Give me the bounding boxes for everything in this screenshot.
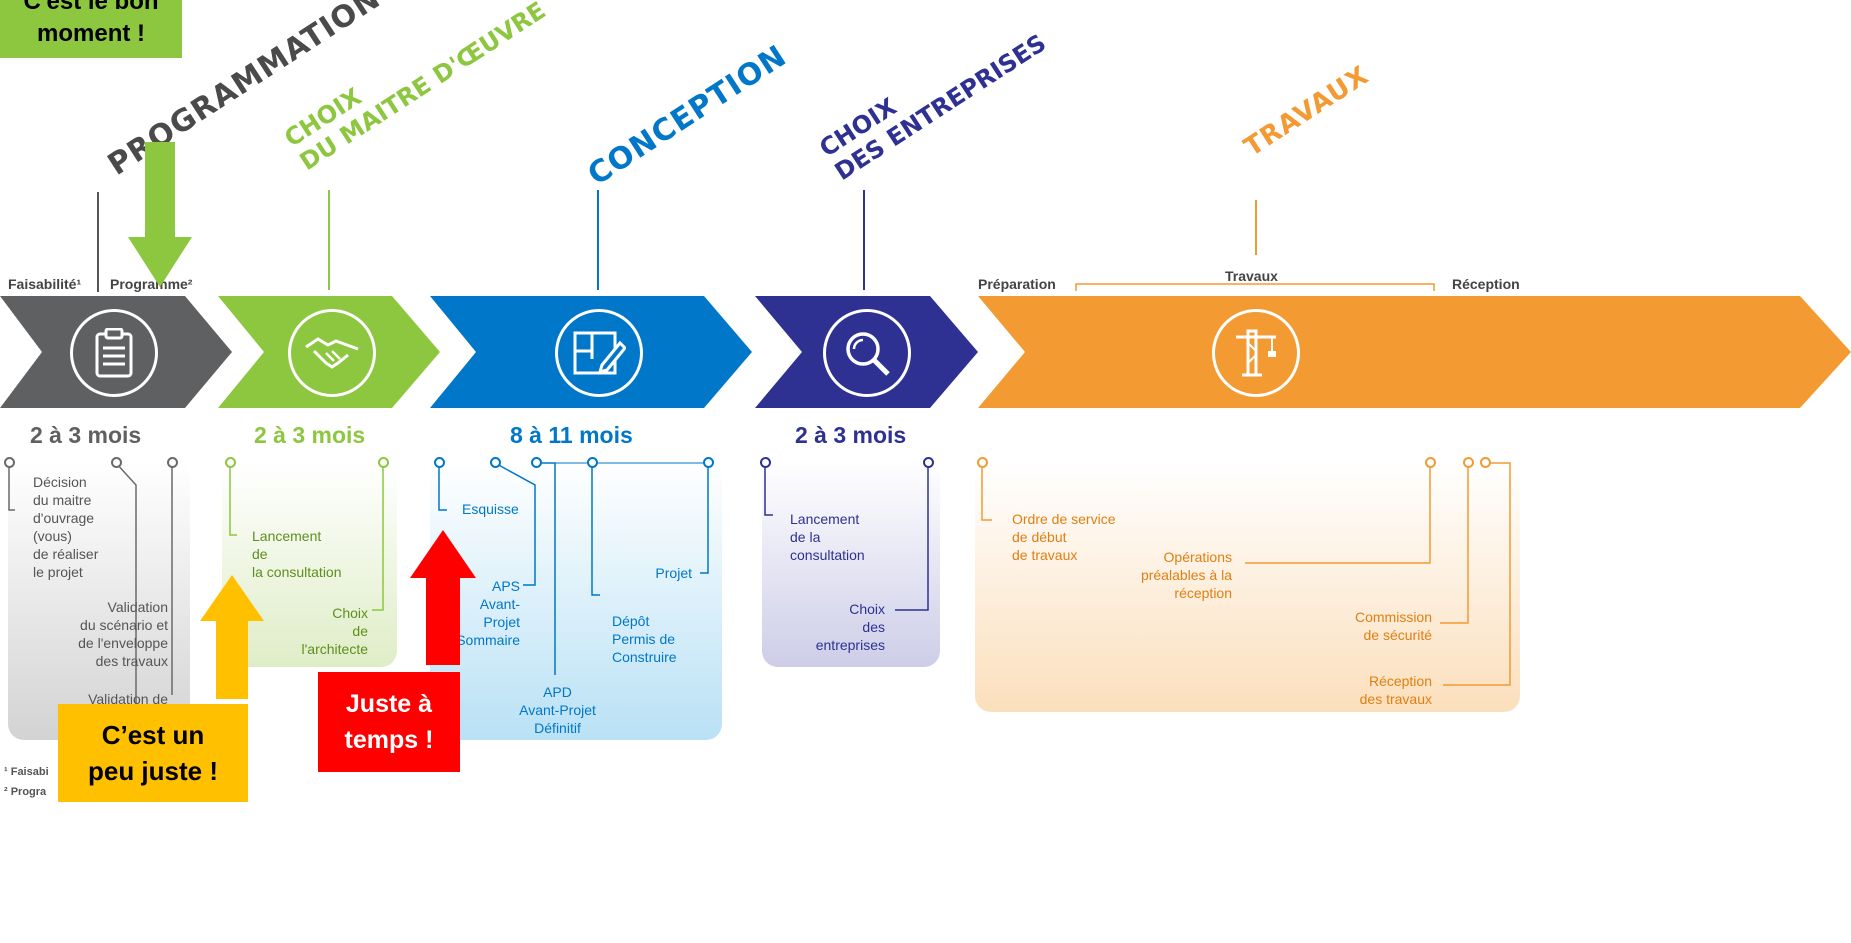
icon-circle-programmation [70,309,158,397]
timeline-pin [923,457,934,468]
timeline-pin [490,457,501,468]
step-apd: APD Avant-Projet Définitif [519,684,596,736]
arrow-up-red [410,530,476,665]
timeline-pin [1425,457,1436,468]
title-connector-conception [597,190,599,290]
magnifier-icon [846,332,890,376]
title-connector-choix-moe [328,190,330,290]
step-operations-prealables: Opérations préalables à la réception [1140,549,1232,601]
step-depot-permis: Dépôt Permis de Construire [612,613,677,665]
timeline-pin [225,457,236,468]
timeline-pin [703,457,714,468]
title-connector-programmation [97,192,99,292]
handshake-icon [305,337,359,369]
timeline-pin [167,457,178,468]
card-choix-moe [222,462,397,667]
duration-choix-moe: 2 à 3 mois [254,422,366,448]
step-ordre-service: Ordre de service de début de travaux [1012,511,1116,563]
step-esquisse: Esquisse [462,501,519,517]
card-conception [430,462,722,740]
phase-title-choix-entreprises: CHOIX DES ENTREPRISES [815,5,1052,186]
sub-header-reception: Réception [1452,276,1520,292]
step-lancement-consultation-entreprises: Lancement de la consultation [790,511,865,563]
step-projet: Projet [655,565,692,581]
sub-header-faisabilite: Faisabilité¹ [8,276,82,292]
timeline-connectors [8,462,1511,715]
step-decision-moa: Décision du maitre d'ouvrage (vous) de r… [33,474,99,580]
timeline-pin [378,457,389,468]
phase-title-choix-entreprises-line1: CHOIX [814,92,902,163]
callout-bon-moment: C'est le bon moment ! [0,0,182,58]
step-commission-securite: Commission de sécurité [1354,609,1432,643]
duration-choix-entreprises: 2 à 3 mois [795,422,907,448]
travaux-bracket [1075,283,1435,291]
footnote-programme: ² Progra [4,786,47,798]
timeline-pin [4,457,15,468]
timeline-pin [111,457,122,468]
title-connector-travaux [1255,200,1257,255]
arrow-down-green [128,142,192,287]
icon-circle-choix-entreprises [823,309,911,397]
step-validation-de: Validation de [88,691,168,707]
timeline-pin [977,457,988,468]
clipboard-icon [95,328,133,378]
card-choix-entreprises [762,462,940,667]
sub-header-travaux: Travaux [1225,268,1278,284]
icon-circle-travaux [1212,309,1300,397]
title-connector-choix-entreprises [863,190,865,290]
phase-title-travaux: TRAVAUX [1239,60,1375,163]
footnote-faisabilite: ¹ Faisabi [4,766,49,778]
card-travaux [975,462,1520,712]
arrow-up-yellow [200,575,264,699]
blueprint-edit-icon [573,331,626,375]
sub-header-preparation: Préparation [978,276,1056,292]
step-aps: APS Avant- Projet Sommaire [456,578,520,648]
step-lancement-consultation-moe: Lancement de la consultation [252,528,342,580]
step-choix-architecte: Choix de l'architecte [301,605,368,657]
timeline-pin [1463,457,1474,468]
icon-circle-choix-moe [288,309,376,397]
step-validation-scenario: Validation du scénario et de l'enveloppe… [78,599,168,669]
chevron-travaux [978,296,1851,408]
timeline-pin [587,457,598,468]
timeline-pin [434,457,445,468]
crane-icon [1236,329,1276,377]
duration-conception: 8 à 11 mois [510,422,633,448]
sub-header-programme: Programme² [110,276,193,292]
card-programmation [8,462,190,740]
step-reception-travaux: Réception des travaux [1359,673,1432,707]
timeline-pin [531,457,542,468]
icon-circle-conception [555,309,643,397]
duration-programmation: 2 à 3 mois [30,422,142,448]
callout-peu-juste: C’est un peu juste ! [58,704,248,802]
step-choix-entreprises: Choix des entreprises [815,601,885,653]
timeline-pin [1480,457,1491,468]
callout-juste-temps: Juste à temps ! [318,672,460,772]
phase-title-conception: CONCEPTION [581,38,794,193]
timeline-pin [760,457,771,468]
phase-chevron-band [0,296,1851,408]
